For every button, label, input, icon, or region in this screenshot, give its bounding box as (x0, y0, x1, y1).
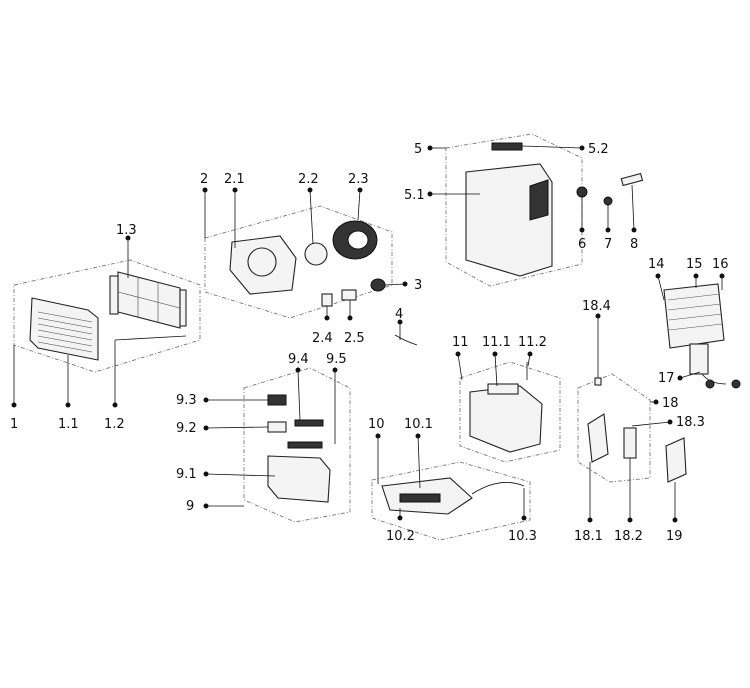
callout-9-3: 9.3 (176, 393, 197, 408)
callout-18: 18 (662, 396, 679, 411)
callout-1: 1 (10, 417, 18, 432)
callout-11: 11 (452, 335, 469, 350)
callout-1-1: 1.1 (58, 417, 79, 432)
callout-3: 3 (414, 278, 422, 293)
callout-5-2: 5.2 (588, 142, 609, 157)
group-cabinet (445, 133, 644, 287)
group-front-grille (13, 259, 201, 373)
callout-11-1: 11.1 (482, 335, 511, 350)
group-evaporator (663, 283, 741, 389)
callout-4: 4 (395, 307, 403, 322)
group-base (371, 461, 531, 541)
callout-1-3: 1.3 (116, 223, 137, 238)
callout-9-1: 9.1 (176, 467, 197, 482)
callout-9-4: 9.4 (288, 352, 309, 367)
callout-5-1: 5.1 (404, 188, 425, 203)
side-bracket-18-1 (587, 413, 609, 463)
callout-15: 15 (686, 257, 703, 272)
callout-8: 8 (630, 237, 638, 252)
evaporator-coil (663, 283, 725, 349)
top-cover-5-2 (491, 142, 523, 151)
capacitor-3 (370, 278, 386, 292)
callout-2-3: 2.3 (348, 172, 369, 187)
callout-10-2: 10.2 (386, 529, 415, 544)
callout-9-5: 9.5 (326, 352, 347, 367)
cabinet-body (465, 163, 553, 277)
callout-18-2: 18.2 (614, 529, 643, 544)
callout-5: 5 (414, 142, 422, 157)
group-fan-motor (204, 205, 393, 319)
callout-7: 7 (604, 237, 612, 252)
callout-10-3: 10.3 (508, 529, 537, 544)
callout-2-1: 2.1 (224, 172, 245, 187)
callout-9-2: 9.2 (176, 421, 197, 436)
callout-10: 10 (368, 417, 385, 432)
group-water-tank (459, 361, 561, 463)
group-side-panel (577, 373, 687, 483)
callout-17: 17 (658, 371, 675, 386)
cover-19 (665, 437, 687, 483)
callout-16: 16 (712, 257, 729, 272)
group-control-panel (243, 367, 351, 523)
callout-18-1: 18.1 (574, 529, 603, 544)
callout-2: 2 (200, 172, 208, 187)
callout-9: 9 (186, 499, 194, 514)
callout-6: 6 (578, 237, 586, 252)
callout-2-5: 2.5 (344, 331, 365, 346)
callout-18-4: 18.4 (582, 299, 611, 314)
callout-19: 19 (666, 529, 683, 544)
control-panel-9-1 (267, 455, 331, 503)
callout-18-3: 18.3 (676, 415, 705, 430)
fan-motor (304, 242, 328, 266)
callout-14: 14 (648, 257, 665, 272)
callout-2-2: 2.2 (298, 172, 319, 187)
callout-labels: 1 1.1 1.2 1.3 2 2.1 2.2 2.3 2.4 2.5 3 4 … (10, 142, 729, 544)
callout-11-2: 11.2 (518, 335, 547, 350)
callout-10-1: 10.1 (404, 417, 433, 432)
leader-lines (11, 145, 725, 523)
water-tank (469, 385, 543, 453)
callout-2-4: 2.4 (312, 331, 333, 346)
callout-1-2: 1.2 (104, 417, 125, 432)
